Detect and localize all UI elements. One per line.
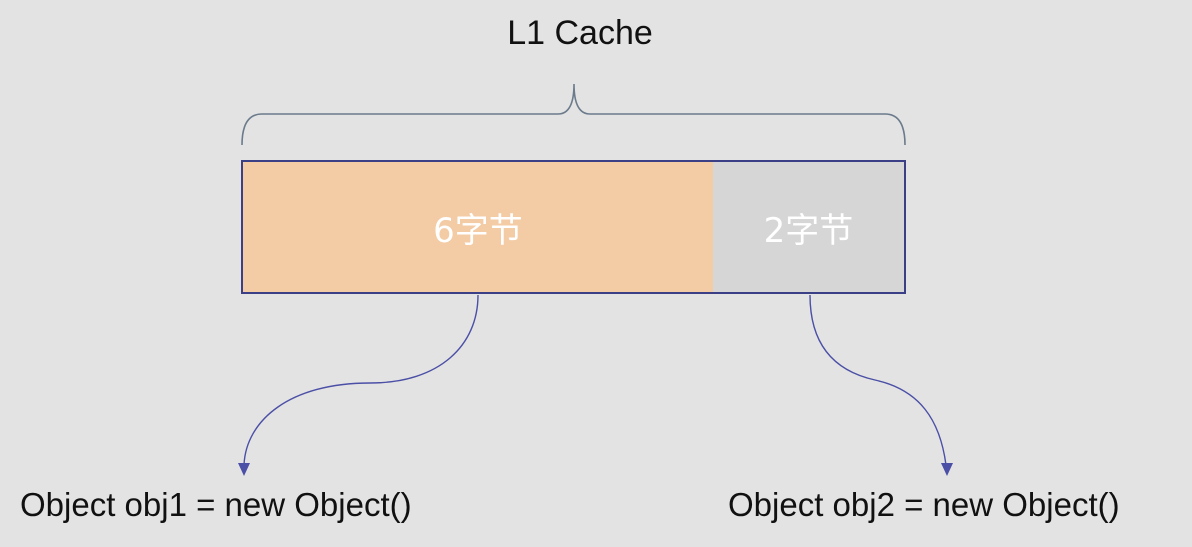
object-declaration-obj2: Object obj2 = new Object() <box>728 486 1120 523</box>
segment-label-6-bytes: 6字节 <box>433 210 523 251</box>
cache-title: L1 Cache <box>507 14 653 52</box>
arrow-curve-obj2 <box>809 294 947 466</box>
object-declaration-obj1: Object obj1 = new Object() <box>20 486 412 523</box>
cache-segment-6-bytes: 6字节 <box>241 160 715 294</box>
cache-brace <box>241 83 906 146</box>
arrow-curve-obj1 <box>243 294 479 466</box>
cache-segment-2-bytes: 2字节 <box>713 160 906 294</box>
arrowhead-obj2 <box>941 463 953 476</box>
segment-label-2-bytes: 2字节 <box>763 210 854 251</box>
arrowhead-obj1 <box>238 463 250 476</box>
